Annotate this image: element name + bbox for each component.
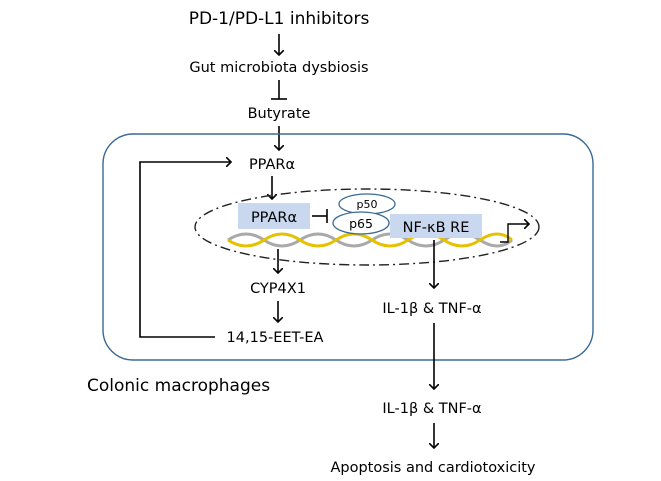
ppar-nuclear-label: PPARα bbox=[251, 210, 297, 226]
ppar-nuclear-box bbox=[238, 203, 310, 229]
transcription-start-arrow bbox=[500, 224, 529, 243]
p65-subunit bbox=[332, 211, 390, 235]
p65-label: p65 bbox=[349, 216, 373, 231]
macrophage-cell bbox=[102, 133, 594, 361]
eet-label: 14,15-EET-EA bbox=[227, 330, 324, 346]
cytokines-outside-label: IL-1β & TNF-α bbox=[382, 401, 481, 417]
cyp-label: CYP4X1 bbox=[250, 281, 306, 297]
inhibitors-label: PD-1/PD-L1 inhibitors bbox=[189, 9, 370, 29]
nfkb-re-box bbox=[390, 214, 482, 238]
dysbiosis-label: Gut microbiota dysbiosis bbox=[189, 60, 368, 76]
colonic-macrophages-label: Colonic macrophages bbox=[87, 376, 270, 396]
p50-label: p50 bbox=[357, 198, 378, 211]
outcome-label: Apoptosis and cardiotoxicity bbox=[330, 460, 535, 476]
ppar-top-label: PPARα bbox=[249, 157, 295, 173]
nucleus-oval bbox=[194, 188, 540, 266]
cytokines-inside-label: IL-1β & TNF-α bbox=[382, 301, 481, 317]
feedback-loop-arrow bbox=[139, 162, 231, 338]
butyrate-label: Butyrate bbox=[248, 106, 311, 122]
nfkb-re-label: NF-κB RE bbox=[403, 220, 470, 236]
